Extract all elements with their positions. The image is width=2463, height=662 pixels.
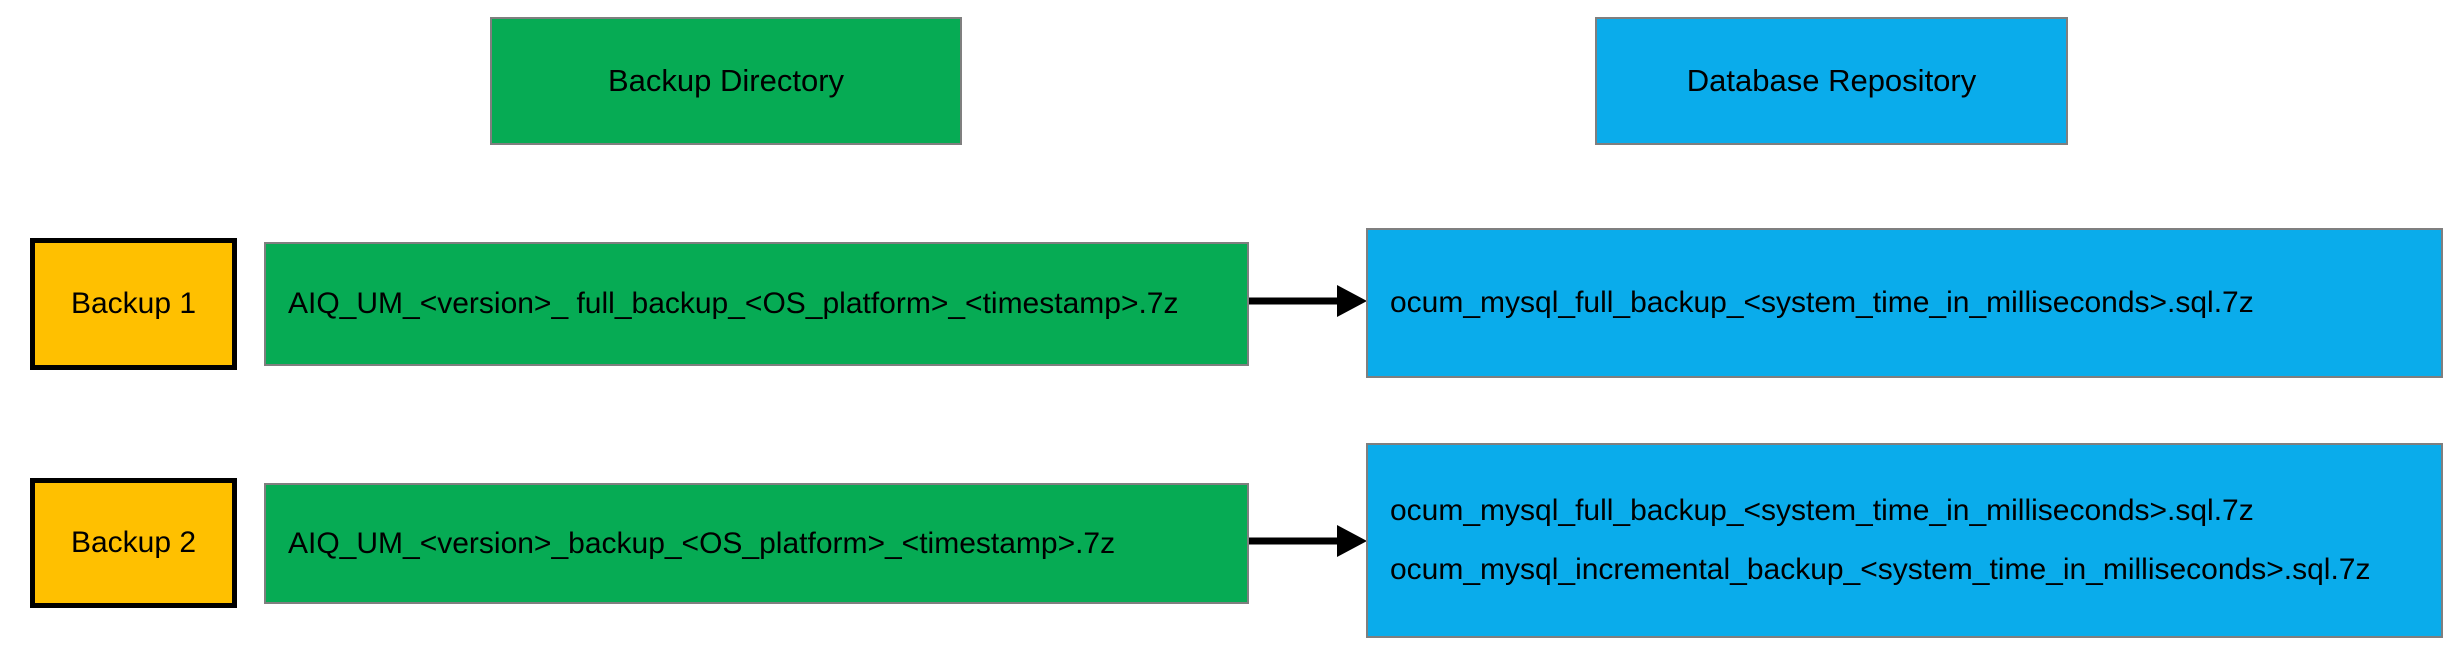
repository-file-name-2-2: ocum_mysql_incremental_backup_<system_ti… [1390, 553, 2371, 587]
backup-file-name-2: AIQ_UM_<version>_backup_<OS_platform>_<t… [288, 526, 1116, 560]
backup-label-2-text: Backup 2 [70, 526, 197, 560]
backup-file-box-1: AIQ_UM_<version>_ full_backup_<OS_platfo… [264, 242, 1249, 366]
backup-label-1-text: Backup 1 [70, 287, 197, 321]
arrow-row-1 [1249, 285, 1367, 317]
header-database-repository-label: Database Repository [1686, 62, 1977, 98]
backup-label-2: Backup 2 [30, 478, 237, 608]
repository-file-name-1-1: ocum_mysql_full_backup_<system_time_in_m… [1390, 286, 2254, 320]
backup-file-box-2: AIQ_UM_<version>_backup_<OS_platform>_<t… [264, 483, 1249, 604]
arrow-row-2 [1249, 525, 1367, 557]
backup-file-name-1: AIQ_UM_<version>_ full_backup_<OS_platfo… [288, 287, 1179, 321]
header-backup-directory-label: Backup Directory [607, 62, 845, 98]
header-backup-directory: Backup Directory [490, 17, 962, 145]
repository-file-box-2: ocum_mysql_full_backup_<system_time_in_m… [1366, 443, 2443, 638]
header-database-repository: Database Repository [1595, 17, 2068, 145]
backup-label-1: Backup 1 [30, 238, 237, 370]
repository-file-name-2-1: ocum_mysql_full_backup_<system_time_in_m… [1390, 494, 2254, 528]
repository-file-box-1: ocum_mysql_full_backup_<system_time_in_m… [1366, 228, 2443, 378]
